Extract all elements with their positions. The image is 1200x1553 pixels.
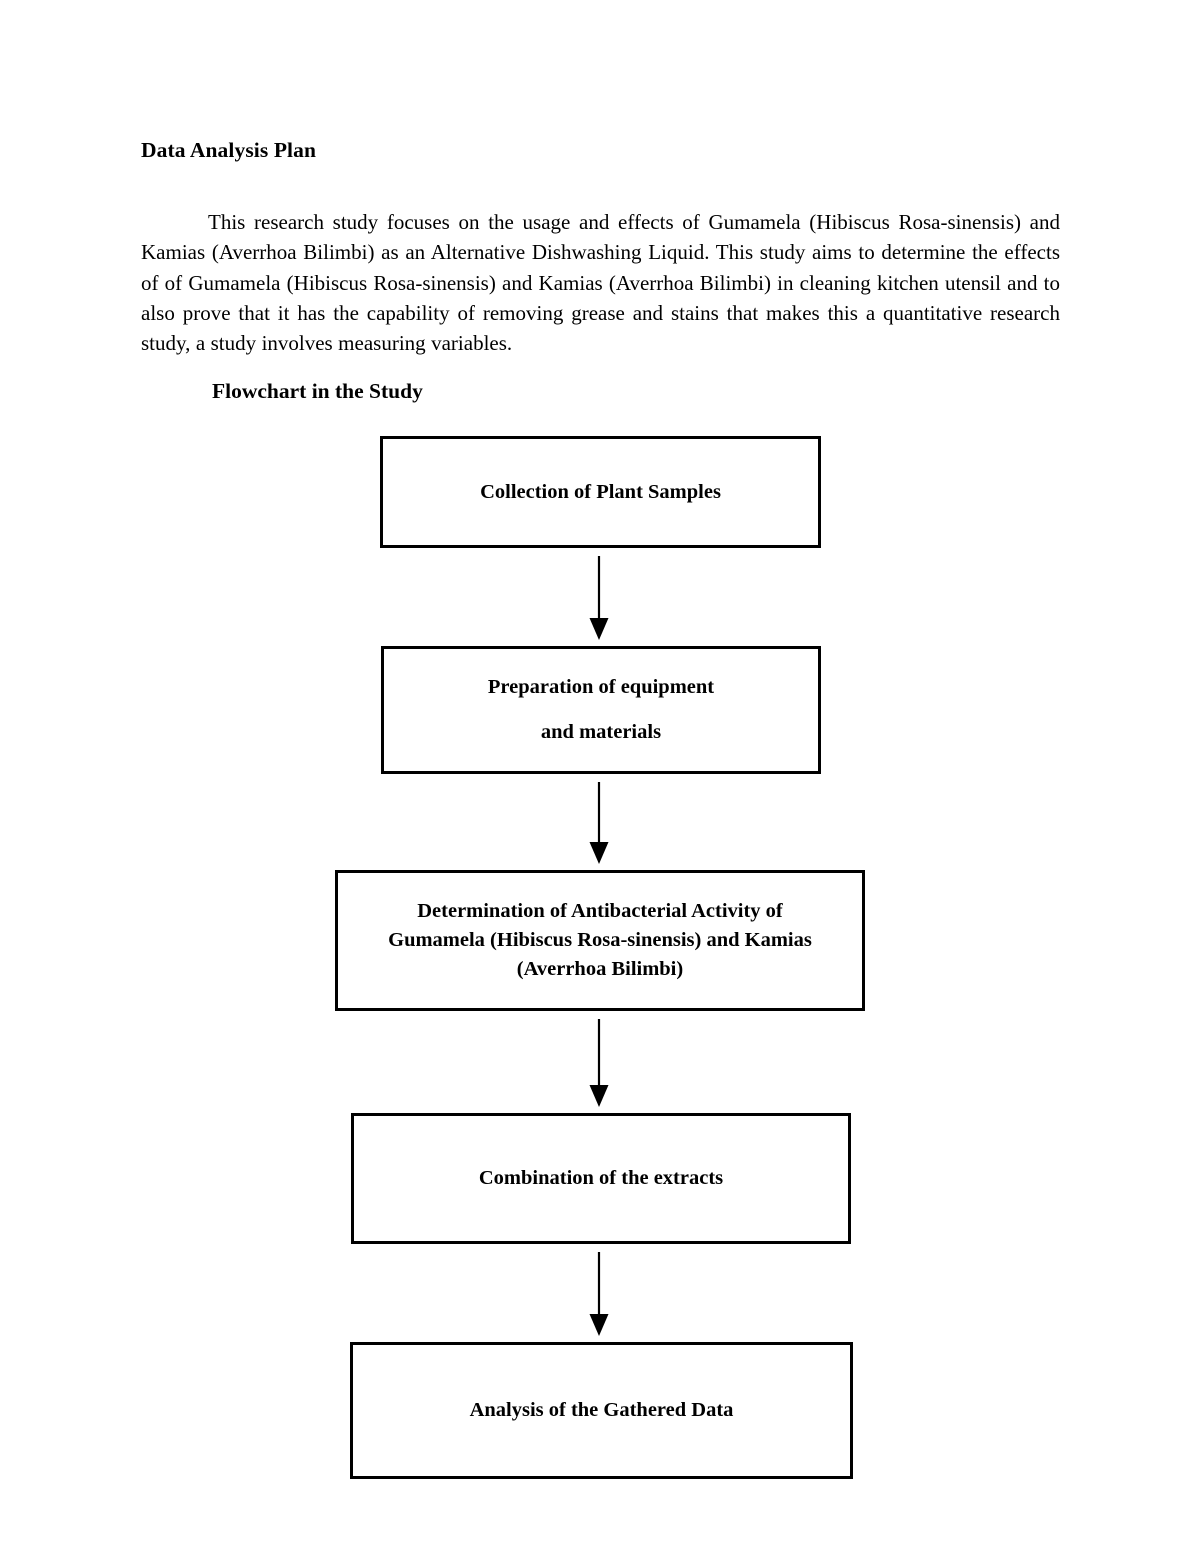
flowchart-step-analysis-of-the-gathered-data: Analysis of the Gathered Data xyxy=(350,1342,853,1479)
flowchart-step-label: Preparation of equipment and materials xyxy=(487,676,715,743)
flowchart-step-label: Determination of Antibacterial Activity … xyxy=(388,900,812,980)
flowchart-section-label: Flowchart in the Study xyxy=(212,379,423,403)
flowchart-arrow-down-icon xyxy=(586,782,612,866)
flowchart-step-label: Combination of the extracts xyxy=(478,1167,724,1189)
flowchart-step-label: Analysis of the Gathered Data xyxy=(469,1399,734,1421)
flowchart-step-preparation-of-equipment-and-materials: Preparation of equipment and materials xyxy=(381,646,821,774)
flowchart-step-determination-of-antibacterial-activity: Determination of Antibacterial Activity … xyxy=(335,870,865,1011)
flowchart-arrow-down-icon xyxy=(586,1019,612,1109)
intro-paragraph: This research study focuses on the usage… xyxy=(141,210,1060,356)
flowchart-arrow-down-icon xyxy=(586,1252,612,1338)
flowchart-step-combination-of-the-extracts: Combination of the extracts xyxy=(351,1113,851,1244)
page-title: Data Analysis Plan xyxy=(141,138,317,162)
flowchart-step-collection-of-plant-samples: Collection of Plant Samples xyxy=(380,436,821,548)
flowchart-step-label: Collection of Plant Samples xyxy=(480,480,721,503)
flowchart-arrow-down-icon xyxy=(586,556,612,642)
